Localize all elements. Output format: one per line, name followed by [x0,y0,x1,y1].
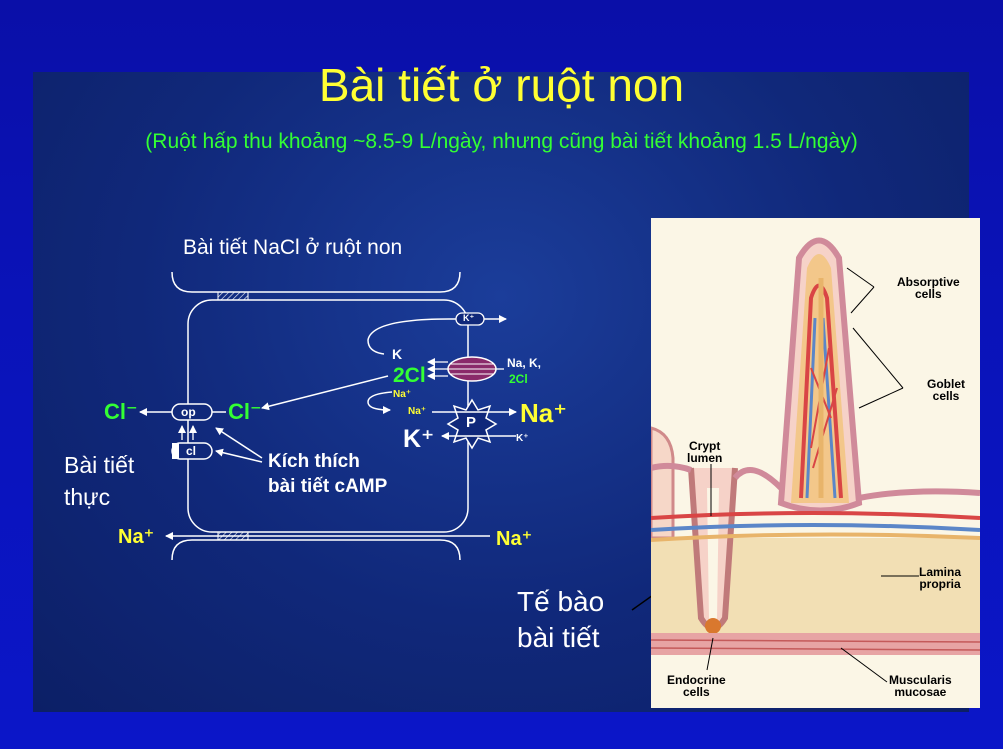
na-recycle-curve [367,391,393,414]
secretory-cell-label-1: Tế bào [517,586,605,617]
k-in-label: K [392,346,403,362]
pump-label: P [466,414,477,431]
camp-label-1: Kích thích [268,451,360,472]
na-small-label-2: Na⁺ [408,406,427,417]
cotransporter-label-1: Na, K, [507,356,542,370]
cl-transfer-arrow [261,375,389,411]
cotransporter-label-2: 2Cl [509,372,528,386]
k-big-label: K⁺ [403,425,435,453]
k-channel-label: K⁺ [463,313,475,323]
na-bottom-right-label: Na⁺ [496,528,533,550]
camp-arrow-1 [215,427,263,459]
na-big-label: Na⁺ [520,398,567,428]
two-cl-label: 2Cl [393,364,426,387]
channel-cl-label: cl [186,444,197,458]
tight-junction-top [217,291,249,301]
channel-op-label: op [181,405,196,419]
na-small-label-1: Na⁺ [393,389,412,400]
secretory-cell-label-2: bài tiết [517,622,600,653]
cl-left-label: Cl⁻ [104,399,138,424]
camp-label-2: bài tiết cAMP [268,476,388,497]
camp-arrow-2 [215,448,263,463]
villus-crypt-artwork [649,218,981,708]
nacl-heading: Bài tiết NaCl ở ruột non [183,236,403,259]
k-small-label: K⁺ [516,433,529,444]
cftr-channel-cl [171,442,213,460]
apical-border-bottom [171,539,461,561]
cl-inner-label: Cl⁻ [228,399,262,424]
na-bottom-left-label: Na⁺ [118,526,155,548]
apical-border-top [171,271,461,293]
k-recycle-curve [367,318,457,355]
net-secretion-label-1: Bài tiết [64,452,135,478]
slide-title: Bài tiết ở ruột non [318,59,685,111]
nkcc-cotransporter [447,356,497,382]
slide-subtitle: (Ruột hấp thu khoảng ~8.5-9 L/ngày, nhưn… [145,130,858,153]
net-secretion-label-2: thực [64,484,111,510]
